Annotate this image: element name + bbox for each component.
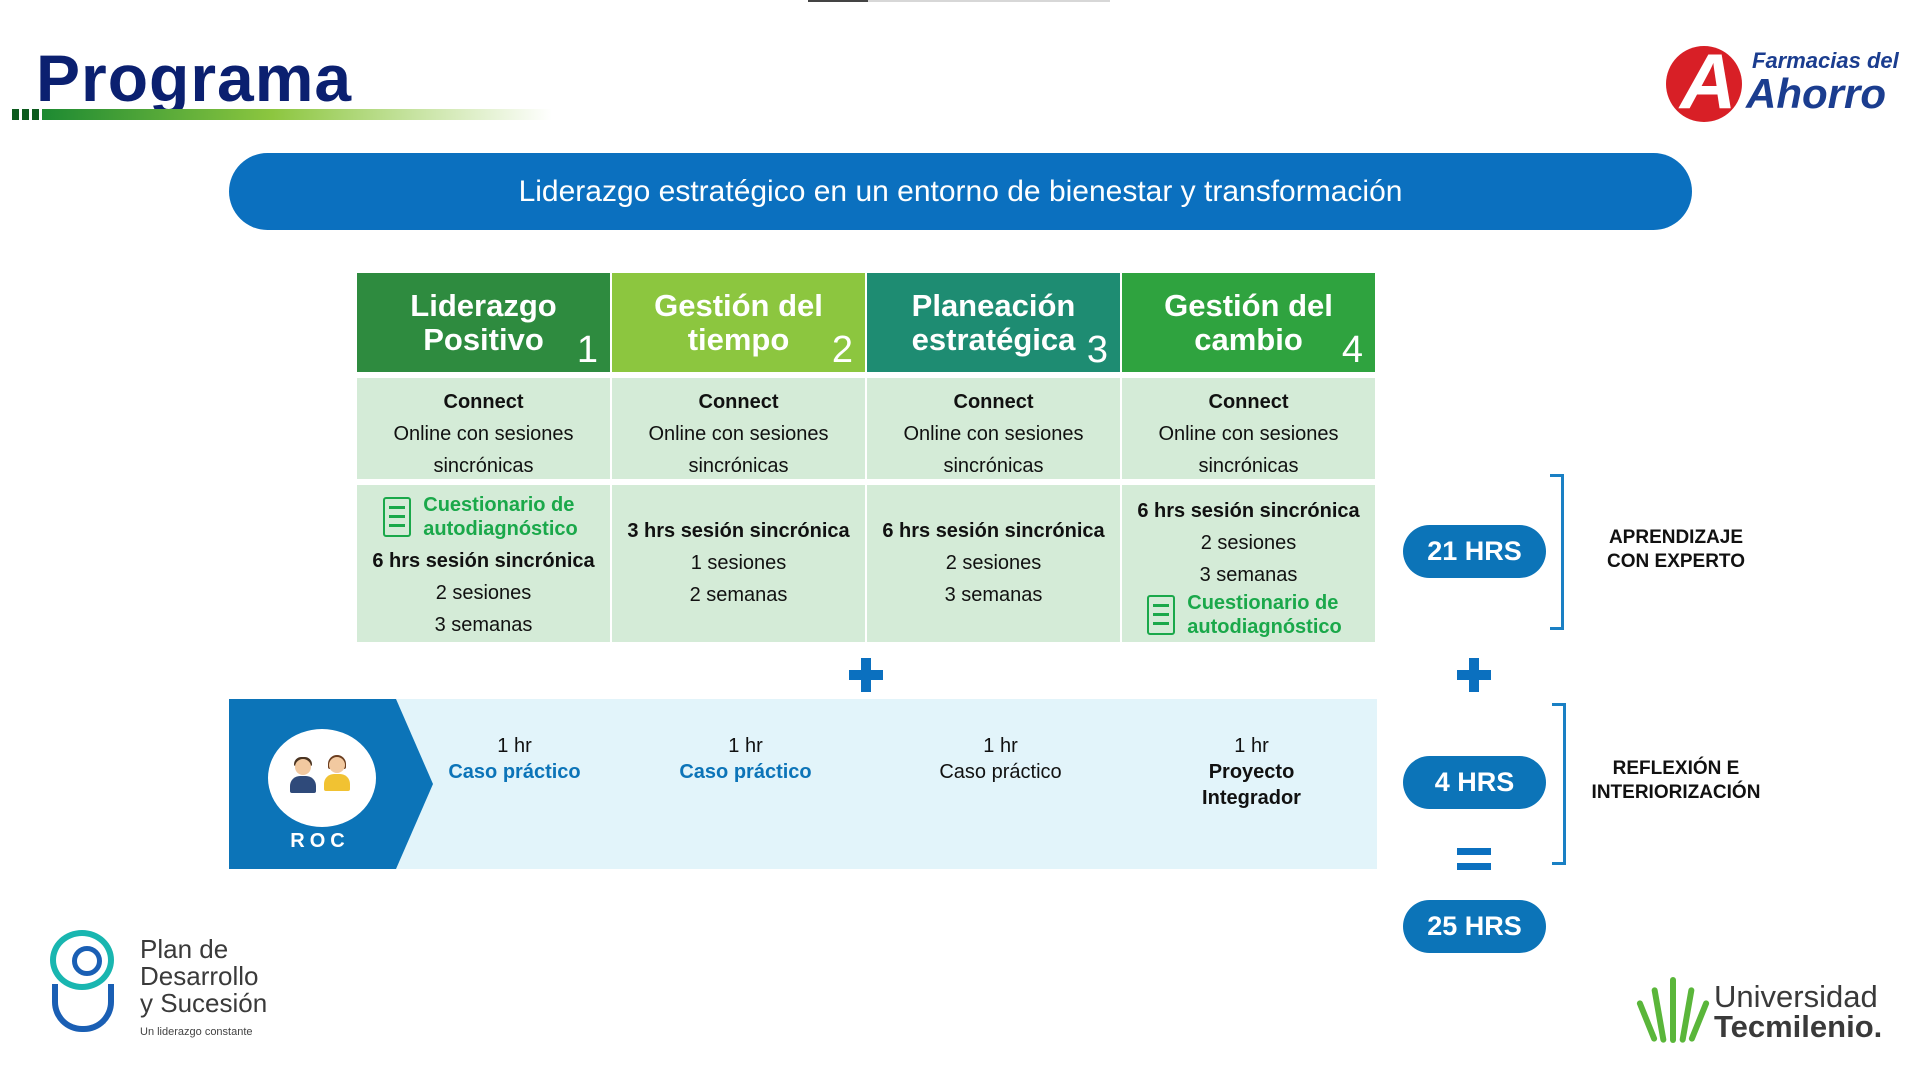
checkmark-base-icon: [52, 984, 114, 1032]
plus-icon: [1457, 658, 1491, 692]
roc-item-2: 1 hr Caso práctico: [619, 733, 872, 785]
roc-hours: 1 hr: [983, 735, 1018, 757]
roc-item-1: 1 hr Caso práctico: [388, 733, 641, 785]
roc-hours: 1 hr: [728, 735, 763, 757]
mode-line: sincrónicas: [433, 455, 534, 477]
session-count: 2 sesiones: [1200, 532, 1297, 554]
platform-name: Connect: [443, 391, 524, 413]
mode-line: sincrónicas: [943, 455, 1044, 477]
mode-line: Online con sesiones: [903, 423, 1084, 445]
brand-name-line2: Ahorro: [1746, 70, 1886, 117]
uni-line2: Tecmilenio.: [1714, 1009, 1883, 1044]
module-number: 3: [1086, 329, 1108, 371]
total-hours-pill: 25 HRS: [1403, 900, 1546, 953]
module-header-3: Planeación estratégica 3: [867, 273, 1120, 372]
module-format-cell: Connect Online con sesiones sincrónicas: [612, 378, 865, 479]
week-count: 3 semanas: [1199, 564, 1298, 586]
reflection-bracket: [1552, 703, 1566, 865]
module-title: Gestión del cambio: [1164, 288, 1333, 357]
session-hours: 6 hrs sesión sincrónica: [882, 520, 1105, 542]
roc-hours: 1 hr: [497, 735, 532, 757]
module-title: Planeación estratégica: [911, 288, 1076, 357]
roc-item-4: 1 hr Proyecto Integrador: [1125, 733, 1378, 811]
module-column-2: Gestión del tiempo 2 Connect Online con …: [612, 273, 865, 642]
plan-desarrollo-sucesion-logo: Plan de Desarrollo y Sucesión Un lideraz…: [46, 926, 296, 1046]
mode-line: Online con sesiones: [393, 423, 574, 445]
module-format-cell: Connect Online con sesiones sincrónicas: [1122, 378, 1375, 479]
session-hours: 3 hrs sesión sincrónica: [627, 520, 850, 542]
mode-line: sincrónicas: [688, 455, 789, 477]
pds-tagline: Un liderazgo constante: [140, 1026, 253, 1038]
person-outline-icon: [50, 930, 114, 990]
brand-a-icon: [1666, 46, 1742, 122]
expert-label: APRENDIZAJE CON EXPERTO: [1607, 527, 1745, 572]
module-detail-cell: 3 hrs sesión sincrónica 1 sesiones 2 sem…: [612, 485, 865, 642]
session-count: 2 sesiones: [945, 552, 1042, 574]
module-header-4: Gestión del cambio 4: [1122, 273, 1375, 372]
reflection-label: REFLEXIÓN E INTERIORIZACIÓN: [1591, 758, 1761, 803]
team-people-icon: [268, 729, 376, 827]
session-count: 1 sesiones: [690, 552, 787, 574]
roc-hours: 1 hr: [1234, 735, 1269, 757]
brand-mark: A: [1680, 37, 1737, 125]
expert-hours-pill: 21 HRS: [1403, 525, 1546, 578]
reflection-hours-pill: 4 HRS: [1403, 756, 1546, 809]
roc-label: ROC: [290, 830, 350, 852]
mode-line: sincrónicas: [1198, 455, 1299, 477]
quiz-line: autodiagnóstico: [1187, 616, 1342, 638]
module-title: Gestión del tiempo: [654, 288, 823, 357]
platform-name: Connect: [953, 391, 1034, 413]
module-header-1: Liderazgo Positivo 1: [357, 273, 610, 372]
quiz-line: Cuestionario de: [1187, 592, 1339, 614]
brand-name-line1: Farmacias del: [1752, 48, 1899, 73]
expert-bracket: [1550, 474, 1564, 630]
equals-icon: [1457, 848, 1491, 870]
universidad-tecmilenio-logo: Universidad Tecmilenio.: [1635, 975, 1898, 1045]
title-underline: [12, 108, 552, 120]
module-detail-cell: 6 hrs sesión sincrónica 2 sesiones 3 sem…: [1122, 485, 1375, 642]
module-column-3: Planeación estratégica 3 Connect Online …: [867, 273, 1120, 642]
quiz-line: Cuestionario de: [423, 494, 575, 516]
module-number: 1: [576, 329, 598, 371]
mode-line: Online con sesiones: [648, 423, 829, 445]
checklist-icon: [383, 497, 412, 537]
week-count: 3 semanas: [434, 614, 533, 636]
checklist-icon: [1147, 595, 1176, 635]
roc-activity: Caso práctico: [679, 761, 812, 783]
mode-line: Online con sesiones: [1158, 423, 1339, 445]
module-format-cell: Connect Online con sesiones sincrónicas: [357, 378, 610, 479]
roc-activity: Caso práctico: [939, 761, 1062, 783]
module-title: Liderazgo Positivo: [410, 288, 557, 357]
module-format-cell: Connect Online con sesiones sincrónicas: [867, 378, 1120, 479]
quiz-line: autodiagnóstico: [423, 518, 578, 540]
roc-activity: Proyecto: [1208, 761, 1295, 783]
roc-activity: Caso práctico: [448, 761, 581, 783]
tecmilenio-leaf-icon: [1635, 975, 1711, 1044]
platform-name: Connect: [1208, 391, 1289, 413]
roc-item-3: 1 hr Caso práctico: [874, 733, 1127, 785]
program-banner: Liderazgo estratégico en un entorno de b…: [229, 153, 1692, 230]
module-number: 4: [1341, 329, 1363, 371]
session-count: 2 sesiones: [435, 582, 532, 604]
plus-icon: [849, 658, 883, 692]
module-column-1: Liderazgo Positivo 1 Connect Online con …: [357, 273, 610, 642]
uni-line1: Universidad: [1714, 979, 1878, 1014]
session-hours: 6 hrs sesión sincrónica: [1137, 500, 1360, 522]
roc-activity: Integrador: [1202, 787, 1301, 809]
pds-name: Plan de Desarrollo y Sucesión: [140, 934, 268, 1018]
week-count: 2 semanas: [689, 584, 788, 606]
top-rule: [808, 0, 1110, 2]
farmacias-del-ahorro-logo: A Farmacias del Ahorro: [1666, 37, 1899, 125]
week-count: 3 semanas: [944, 584, 1043, 606]
session-hours: 6 hrs sesión sincrónica: [372, 550, 595, 572]
module-detail-cell: 6 hrs sesión sincrónica 2 sesiones 3 sem…: [867, 485, 1120, 642]
platform-name: Connect: [698, 391, 779, 413]
module-header-2: Gestión del tiempo 2: [612, 273, 865, 372]
module-column-4: Gestión del cambio 4 Connect Online con …: [1122, 273, 1375, 642]
page-title: Programa: [36, 41, 353, 115]
module-number: 2: [831, 329, 853, 371]
